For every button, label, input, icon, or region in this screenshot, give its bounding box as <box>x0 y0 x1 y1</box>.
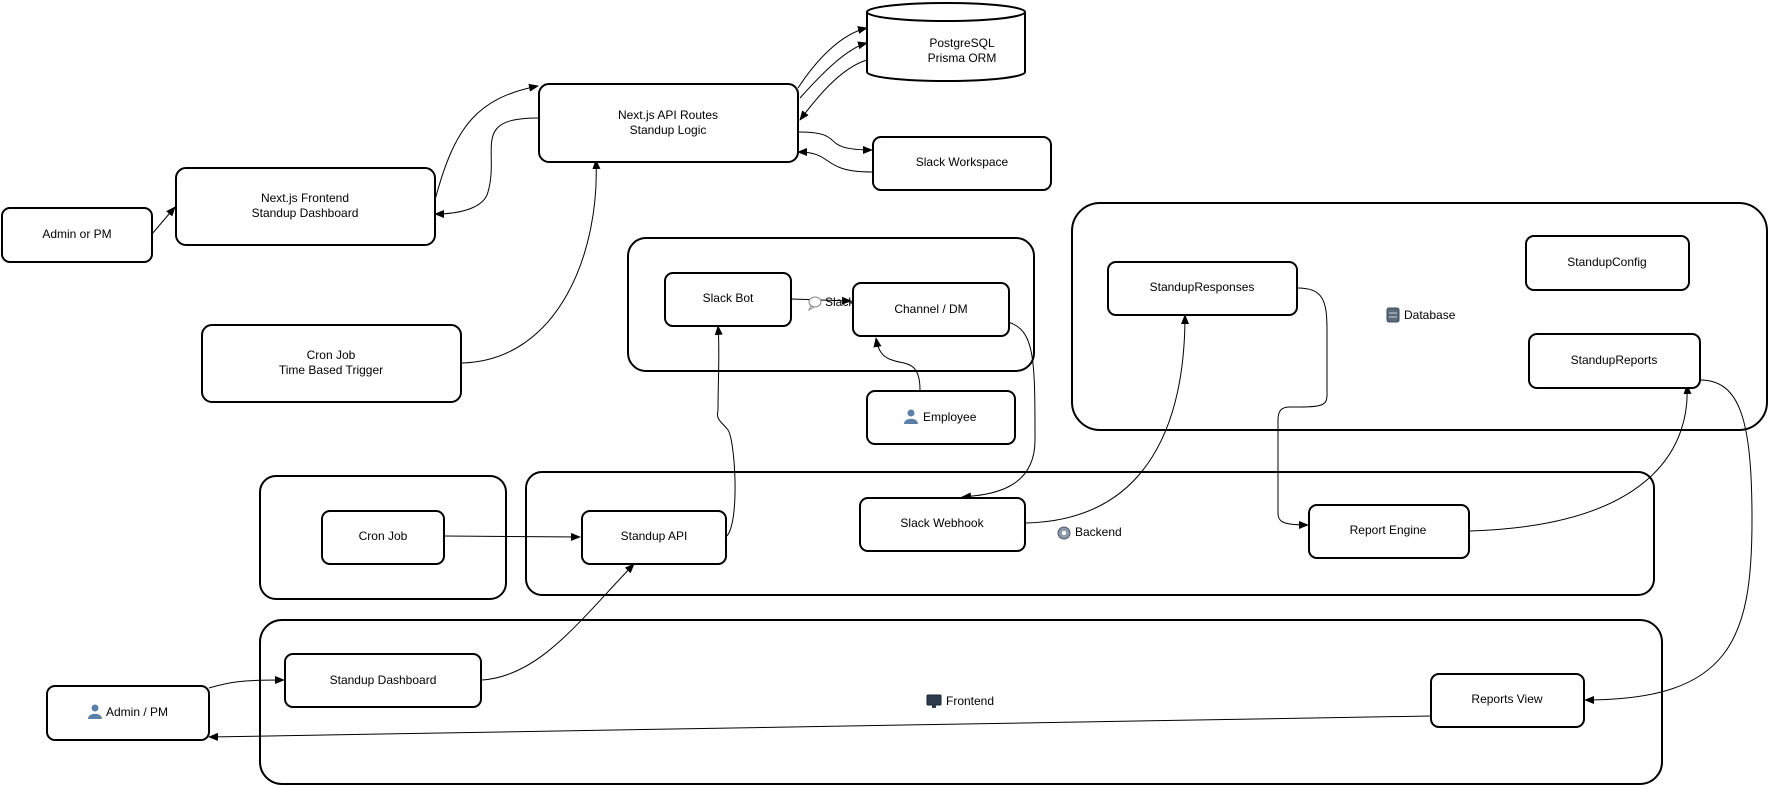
admin-pm-bottom-node[interactable]: Admin / PM <box>46 685 210 741</box>
edge-api-to-postgres-1 <box>797 26 868 89</box>
backend-group-label: Backend <box>1075 525 1122 539</box>
cron-trigger-label-line2: Time Based Trigger <box>279 363 383 377</box>
gear-icon <box>1057 526 1071 540</box>
edge-reports-view-to-admin <box>208 715 1431 741</box>
edge-report-engine-to-reports <box>1469 384 1692 532</box>
standup-config-label: StandupConfig <box>1567 255 1646 269</box>
edge-frontend-to-api <box>434 83 539 201</box>
user-icon <box>88 704 102 719</box>
database-icon <box>1386 307 1400 323</box>
edge-api-to-slack-workspace <box>797 131 873 154</box>
cron-job-node[interactable]: Cron Job <box>321 510 445 565</box>
channel-dm-node[interactable]: Channel / DM <box>852 282 1010 337</box>
admin-pm-top-label: Admin or PM <box>42 227 111 241</box>
frontend-top-label-line2: Standup Dashboard <box>252 206 359 220</box>
api-routes-label-line1: Next.js API Routes <box>618 108 718 122</box>
employee-label: Employee <box>923 410 977 424</box>
standup-api-node[interactable]: Standup API <box>581 510 727 565</box>
edge-api-to-frontend <box>434 117 539 218</box>
slack-webhook-label: Slack Webhook <box>900 516 984 530</box>
slack-edge-label-group: Slack <box>807 295 855 312</box>
backend-group: Backend <box>525 471 1655 596</box>
speech-bubble-icon <box>807 296 822 312</box>
report-engine-label: Report Engine <box>1350 523 1427 537</box>
channel-dm-label: Channel / DM <box>894 302 967 316</box>
frontend-top-label-line1: Next.js Frontend <box>261 191 349 205</box>
edge-admin-to-standup-dashboard <box>208 676 285 689</box>
standup-reports-node[interactable]: StandupReports <box>1528 333 1701 389</box>
cron-trigger-label-line1: Cron Job <box>307 348 356 362</box>
edge-standup-api-to-slackbot <box>714 325 736 537</box>
edge-api-to-postgres-2 <box>799 41 868 99</box>
postgres-label-line1: PostgreSQL <box>929 36 995 50</box>
admin-pm-top-node[interactable]: Admin or PM <box>1 207 153 263</box>
api-routes-node[interactable]: Next.js API Routes Standup Logic <box>538 83 799 163</box>
frontend-group-label: Frontend <box>946 694 994 708</box>
edges <box>151 26 1753 741</box>
slack-bot-node[interactable]: Slack Bot <box>664 272 792 327</box>
edge-reports-to-reports-view <box>1584 379 1753 704</box>
slack-bot-label: Slack Bot <box>703 291 754 305</box>
edge-webhook-to-responses <box>1025 314 1189 524</box>
edge-admin-to-frontend <box>151 206 176 235</box>
standup-api-label: Standup API <box>621 529 688 543</box>
edge-cron-to-standup-api <box>443 532 581 541</box>
api-routes-label-line2: Standup Logic <box>630 123 707 137</box>
standup-reports-label: StandupReports <box>1571 353 1658 367</box>
admin-pm-bottom-label: Admin / PM <box>106 705 168 719</box>
slack-workspace-node[interactable]: Slack Workspace <box>872 136 1052 191</box>
standup-responses-node[interactable]: StandupResponses <box>1107 261 1298 316</box>
slack-workspace-label: Slack Workspace <box>916 155 1009 169</box>
monitor-icon <box>926 694 942 708</box>
edge-postgres-to-api <box>799 59 868 121</box>
edge-slackbot-to-channel <box>791 296 852 305</box>
slack-webhook-node[interactable]: Slack Webhook <box>859 497 1026 552</box>
slack-edge-label: Slack <box>825 295 855 309</box>
standup-responses-label: StandupResponses <box>1150 280 1255 294</box>
edge-slack-workspace-to-api <box>797 148 873 173</box>
postgres-node[interactable]: PostgreSQL Prisma ORM <box>866 2 1026 82</box>
reports-view-label: Reports View <box>1471 692 1542 706</box>
standup-dashboard-node[interactable]: Standup Dashboard <box>284 653 482 708</box>
cron-trigger-node[interactable]: Cron Job Time Based Trigger <box>201 324 462 403</box>
user-icon <box>904 409 918 424</box>
edge-cron-trigger-to-api <box>461 159 601 364</box>
postgres-label-line2: Prisma ORM <box>928 51 997 65</box>
frontend-group: Frontend <box>259 619 1663 785</box>
employee-node[interactable]: Employee <box>866 390 1016 445</box>
cron-job-label: Cron Job <box>359 529 408 543</box>
edge-standup-dashboard-to-standup-api <box>481 563 635 681</box>
database-group-label: Database <box>1404 308 1456 322</box>
standup-config-node[interactable]: StandupConfig <box>1525 235 1690 291</box>
slack-group <box>627 237 1035 372</box>
edge-responses-to-report-engine <box>1277 287 1328 529</box>
frontend-top-node[interactable]: Next.js Frontend Standup Dashboard <box>175 167 436 246</box>
edge-employee-to-channel <box>873 337 921 391</box>
report-engine-node[interactable]: Report Engine <box>1308 504 1470 559</box>
reports-view-node[interactable]: Reports View <box>1430 673 1585 728</box>
edge-channel-to-webhook <box>961 321 1036 501</box>
standup-dashboard-label: Standup Dashboard <box>330 673 437 687</box>
